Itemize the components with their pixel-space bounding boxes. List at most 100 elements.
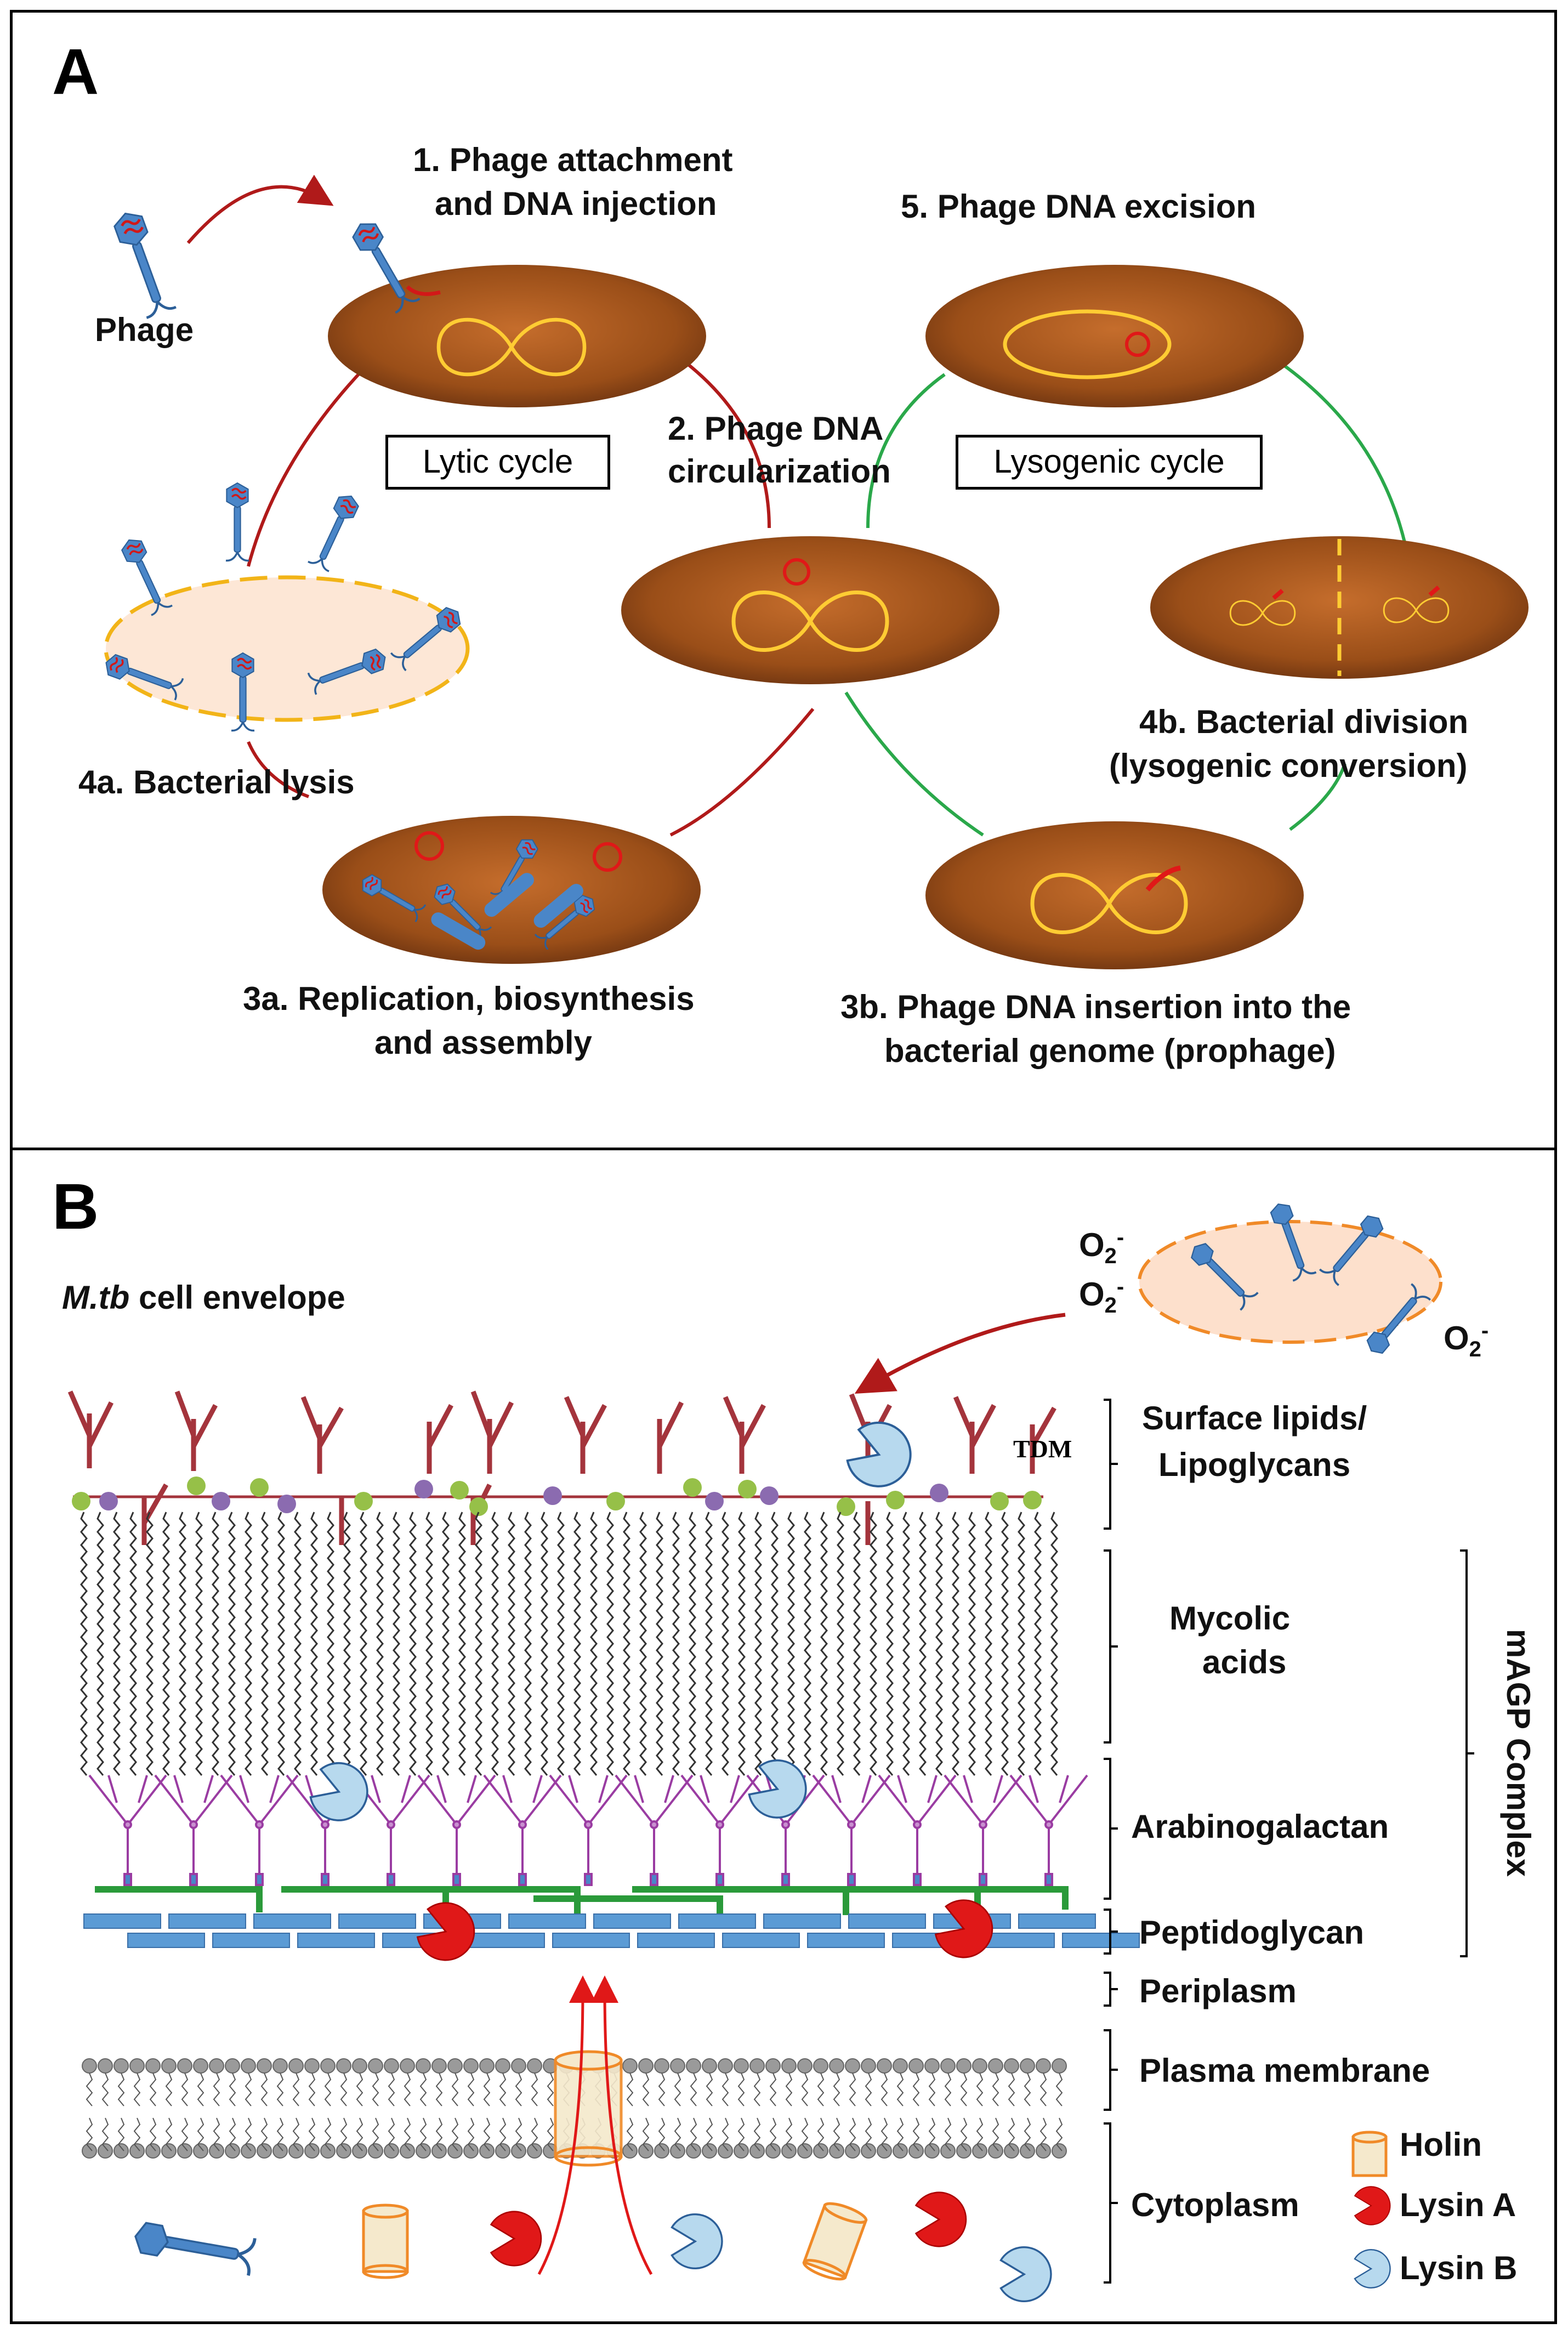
mycolic-chain: [689, 1512, 696, 1776]
mycolic-chain: [212, 1512, 219, 1776]
lysin-b-icon: [841, 1414, 921, 1497]
membrane-tail: [896, 2117, 904, 2151]
mycolic-chain: [1050, 1512, 1058, 1776]
arabinogalactan-node: [715, 1820, 724, 1829]
membrane-tail: [388, 2072, 395, 2106]
peptidoglycan-green: [95, 1886, 1069, 1918]
membrane-tail: [467, 2117, 475, 2151]
membrane-head: [1052, 2058, 1067, 2074]
membrane-head: [209, 2143, 224, 2159]
membrane-head: [988, 2058, 1003, 2074]
membrane-tail: [260, 2117, 268, 2151]
membrane-head: [956, 2058, 972, 2074]
membrane-head: [193, 2058, 208, 2074]
membrane-head: [479, 2058, 495, 2074]
membrane-tail: [769, 2072, 777, 2106]
panel-a-letter: A: [52, 36, 99, 108]
membrane-tail: [308, 2072, 316, 2106]
membrane-tail: [324, 2072, 332, 2106]
membrane-tail: [388, 2117, 395, 2151]
magp-complex-label: mAGP Complex: [1500, 1628, 1537, 1877]
membrane-head: [431, 2058, 447, 2074]
membrane-head: [1052, 2143, 1067, 2159]
membrane-head: [177, 2143, 192, 2159]
arabinogalactan-linker: [387, 1873, 395, 1886]
membrane-tail: [117, 2117, 125, 2151]
membrane-tail: [1039, 2117, 1047, 2151]
membrane-tail: [499, 2117, 507, 2151]
membrane-head: [177, 2058, 192, 2074]
membrane-head: [749, 2058, 765, 2074]
membrane-tail: [435, 2117, 443, 2151]
membrane-tail: [626, 2072, 634, 2106]
step1-line2: and DNA injection: [435, 185, 717, 222]
membrane-head: [336, 2143, 351, 2159]
mycolic-chain: [376, 1512, 384, 1776]
tdm-label: TDM: [1013, 1435, 1072, 1463]
mycolic-chain: [508, 1512, 515, 1776]
membrane-head: [304, 2058, 320, 2074]
mycolic-chain: [96, 1512, 104, 1776]
membrane-tail: [801, 2072, 809, 2106]
cytoplasm-lysin-a-icon: [490, 2211, 542, 2267]
membrane-head: [686, 2143, 701, 2159]
membrane-tail: [467, 2072, 475, 2106]
cell-circularization: [621, 536, 999, 684]
membrane-head: [511, 2058, 526, 2074]
membrane-head: [845, 2143, 860, 2159]
membrane-tail: [245, 2117, 252, 2151]
arabinogalactan-node: [387, 1820, 395, 1829]
peptidoglycan-bar: [212, 1933, 290, 1948]
membrane-head: [924, 2143, 940, 2159]
holin-arrow-right: [591, 1975, 653, 2275]
arabinogalactan-node: [123, 1820, 132, 1829]
arabinogalactan-node: [913, 1820, 922, 1829]
membrane-tail: [483, 2117, 491, 2151]
mycolic-chain: [1018, 1512, 1025, 1776]
arabinogalactan-node: [452, 1820, 461, 1829]
membrane-head: [702, 2058, 717, 2074]
step4b-line2: (lysogenic conversion): [1109, 747, 1468, 784]
membrane-tail: [865, 2072, 872, 2106]
membrane-tail: [404, 2072, 411, 2106]
membrane-head: [447, 2058, 463, 2074]
lysogenic-path-2: [844, 691, 984, 837]
membrane-head: [1020, 2143, 1035, 2159]
membrane-head: [972, 2058, 987, 2074]
periplasm-label: Periplasm: [1139, 1973, 1297, 2009]
membrane-tail: [547, 2117, 554, 2151]
step4b-line1: 4b. Bacterial division: [1139, 703, 1469, 740]
arabinogalactan-linker: [518, 1873, 527, 1886]
arabinogalactan-linker: [584, 1873, 593, 1886]
membrane-tail: [849, 2117, 856, 2151]
membrane-tail: [276, 2117, 284, 2151]
membrane-head: [320, 2143, 336, 2159]
membrane-head: [447, 2143, 463, 2159]
membrane-tail: [133, 2117, 141, 2151]
membrane-tail: [515, 2117, 522, 2151]
membrane-tail: [372, 2072, 379, 2106]
membrane-tail: [865, 2117, 872, 2151]
membrane-head: [924, 2058, 940, 2074]
membrane-head: [622, 2058, 638, 2074]
legend-holin-icon: [1351, 2131, 1388, 2177]
cell-insertion: [925, 821, 1304, 969]
mycolic-chain: [787, 1512, 795, 1776]
membrane-head: [765, 2143, 781, 2159]
membrane-tail: [101, 2117, 109, 2151]
membrane-head: [257, 2143, 272, 2159]
membrane-head: [225, 2058, 240, 2074]
mycolic-label-1: Mycolic: [1169, 1600, 1291, 1637]
mycolic-chain: [393, 1512, 400, 1776]
membrane-head: [495, 2058, 510, 2074]
mycolic-chain: [738, 1512, 746, 1776]
membrane-head: [479, 2143, 495, 2159]
membrane-head: [861, 2058, 876, 2074]
membrane-tail: [86, 2072, 93, 2106]
membrane-tail: [928, 2117, 936, 2151]
membrane-head: [113, 2143, 129, 2159]
membrane-tail: [1008, 2117, 1015, 2151]
mycolic-chain: [639, 1512, 647, 1776]
mycolic-chain: [590, 1512, 598, 1776]
membrane-tail: [817, 2117, 825, 2151]
